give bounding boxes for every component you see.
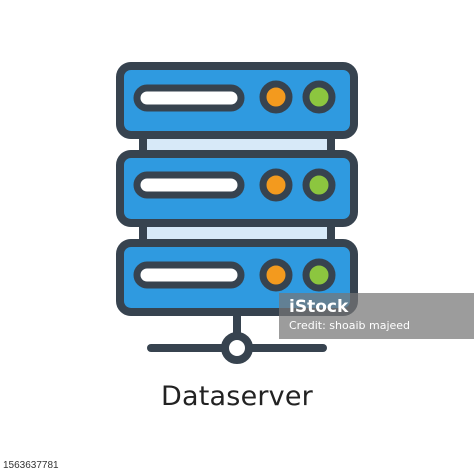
server-unit-middle <box>116 150 358 227</box>
status-led-green <box>302 80 336 114</box>
drive-slot <box>133 261 245 289</box>
network-node-icon <box>221 332 253 364</box>
server-unit-top <box>116 62 358 139</box>
status-led-green <box>302 168 336 202</box>
drive-slot <box>133 84 245 112</box>
status-led-green <box>302 258 336 292</box>
stock-image-id: 1563637781 <box>0 458 62 474</box>
watermark-banner: iStock Credit: shoaib majeed <box>279 293 474 339</box>
status-led-orange <box>259 168 293 202</box>
drive-slot <box>133 171 245 199</box>
watermark-credit: Credit: shoaib majeed <box>289 319 411 332</box>
watermark-logo: iStock <box>289 297 349 317</box>
icon-caption: Dataserver <box>161 381 313 412</box>
status-led-orange <box>259 80 293 114</box>
status-led-orange <box>259 258 293 292</box>
